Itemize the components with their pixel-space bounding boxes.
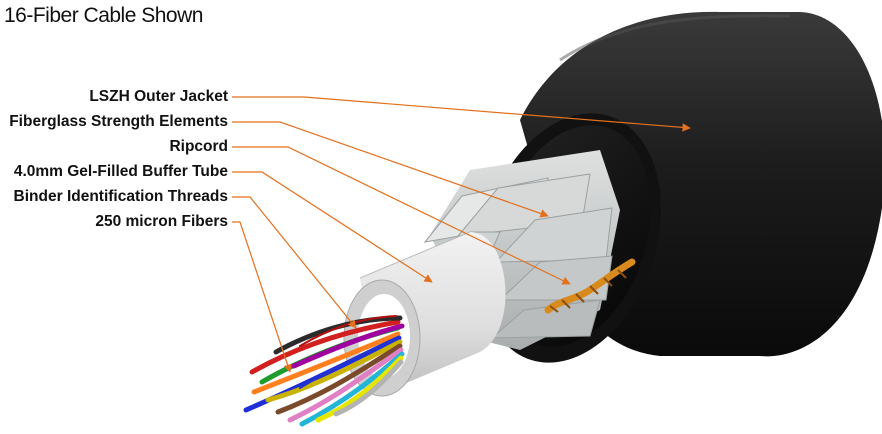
label-strength-elements: Fiberglass Strength Elements (9, 113, 228, 130)
leader-strength-elements (232, 121, 549, 218)
ripcord-shape (544, 258, 636, 314)
fibers-shape (243, 315, 405, 427)
label-buffer-tube: 4.0mm Gel-Filled Buffer Tube (13, 163, 228, 180)
label-outer-jacket: LSZH Outer Jacket (89, 88, 228, 105)
label-fibers: 250 micron Fibers (95, 213, 228, 230)
leader-binder-threads (232, 196, 357, 329)
label-ripcord: Ripcord (169, 138, 228, 155)
leader-outer-jacket (232, 96, 691, 132)
leader-fibers (232, 221, 292, 373)
page-title: 16-Fiber Cable Shown (4, 4, 203, 27)
label-binder-threads: Binder Identification Threads (13, 188, 228, 205)
leader-lines (232, 96, 691, 373)
leader-ripcord (232, 146, 571, 285)
leader-buffer-tube (232, 171, 433, 283)
